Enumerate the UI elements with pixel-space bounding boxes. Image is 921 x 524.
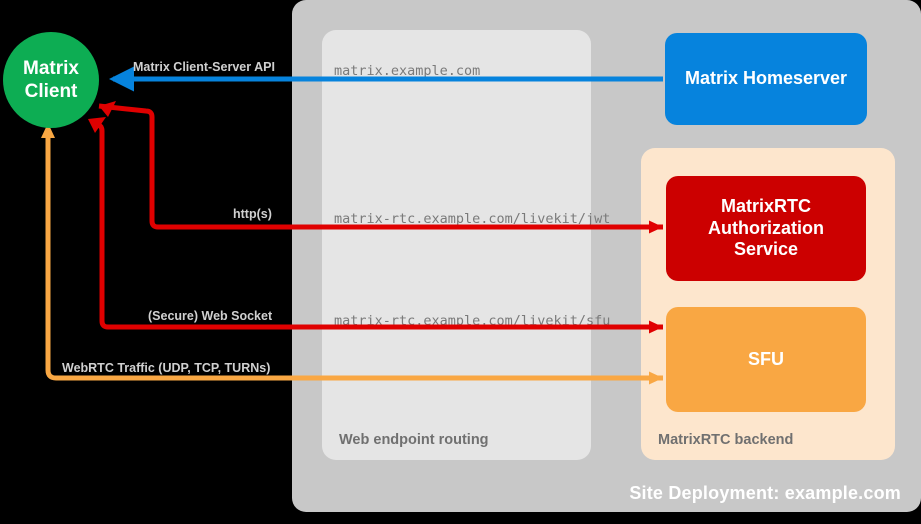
endpoint-url-jwt: matrix-rtc.example.com/livekit/jwt xyxy=(334,211,611,227)
node-authorization-service[interactable]: MatrixRTC Authorization Service xyxy=(666,176,866,281)
auth-service-label-line2: Authorization xyxy=(708,217,824,238)
matrix-client-label-line2: Client xyxy=(24,81,78,102)
sfu-label: SFU xyxy=(748,348,784,369)
endpoint-url-matrix-host: matrix.example.com xyxy=(334,63,481,79)
edge-label-webrtc-traffic: WebRTC Traffic (UDP, TCP, TURNs) xyxy=(62,361,271,375)
auth-service-label-line3: Service xyxy=(733,239,799,260)
container-web-endpoint-routing: Web endpoint routing xyxy=(322,30,591,460)
endpoint-url-sfu: matrix-rtc.example.com/livekit/sfu xyxy=(334,313,611,329)
edge-label-jwt-http: http(s) xyxy=(233,207,272,221)
edge-label-sfu-websocket: (Secure) Web Socket xyxy=(148,309,273,323)
edge-label-client-server-api: Matrix Client-Server API xyxy=(133,60,275,74)
matrix-client-label-line1: Matrix xyxy=(23,57,79,79)
node-matrix-homeserver[interactable]: Matrix Homeserver xyxy=(665,33,867,125)
matrixrtc-backend-label: MatrixRTC backend xyxy=(658,432,794,448)
node-sfu[interactable]: SFU xyxy=(666,307,866,412)
web-endpoint-routing-label: Web endpoint routing xyxy=(339,432,489,448)
site-deployment-label: Site Deployment: example.com xyxy=(629,483,901,503)
matrix-homeserver-label: Matrix Homeserver xyxy=(684,68,848,89)
auth-service-label-line1: MatrixRTC xyxy=(720,195,811,216)
node-matrix-client[interactable]: Matrix Client xyxy=(3,32,99,128)
